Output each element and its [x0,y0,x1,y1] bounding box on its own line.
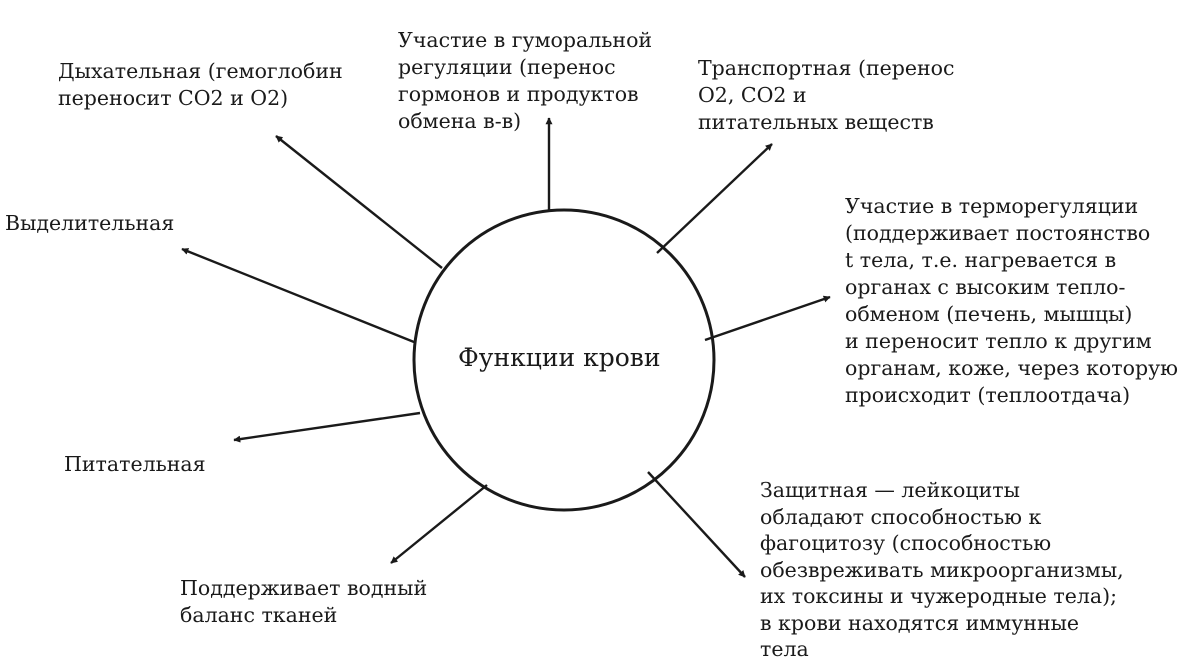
arrow-water-balance [390,484,488,564]
label-excretory: Выделительная [5,211,175,235]
arrow-thermoregulation [704,295,831,342]
label-respiratory: Дыхательная (гемоглобин переносит СО2 и … [58,59,343,110]
arrow-nutritive [233,411,421,443]
label-transport: Транспортная (перенос О2, СО2 и питатель… [698,56,955,134]
arrow-protective [647,471,746,578]
arrow-excretory [181,247,415,344]
label-protective: Защитная — лейкоциты обладают способност… [760,478,1124,661]
label-water-balance: Поддерживает водный баланс тканей [180,576,428,627]
center-circle [412,208,716,512]
center-label: Функции крови [458,343,661,372]
label-nutritive: Питательная [64,452,206,476]
arrow-transport [656,143,773,254]
arrow-respiratory [275,135,443,269]
label-humoral: Участие в гуморальной регуляции (перенос… [398,28,653,133]
label-thermoregulation: Участие в терморегуляции (поддерживает п… [845,194,1178,407]
